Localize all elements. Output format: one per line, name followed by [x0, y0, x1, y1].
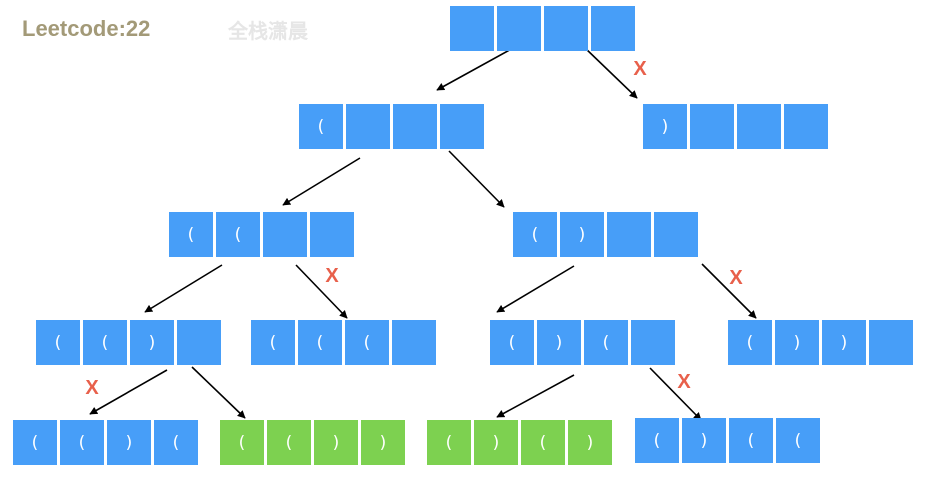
- tree-node-l2b: (): [513, 212, 698, 257]
- paren-cell: [869, 320, 913, 365]
- paren-cell: [393, 104, 437, 149]
- paren-cell: (: [584, 320, 628, 365]
- branch-arrow-root-to-l1a: [436, 46, 516, 91]
- paren-cell: ): [682, 418, 726, 463]
- paren-cell: ): [643, 104, 687, 149]
- paren-cell: [392, 320, 436, 365]
- author-watermark: 全栈潇晨: [228, 19, 308, 43]
- paren-cell: (: [513, 212, 557, 257]
- tree-node-l4d: ()((: [635, 418, 820, 463]
- paren-cell: (: [251, 320, 295, 365]
- tree-node-l4a: (()(: [13, 420, 198, 465]
- paren-cell: ): [560, 212, 604, 257]
- paren-cell: [497, 6, 541, 51]
- paren-cell: (: [267, 420, 311, 465]
- problem-title: Leetcode:22: [22, 16, 151, 41]
- paren-cell: [346, 104, 390, 149]
- branch-arrow-root-to-l1b: [583, 46, 638, 99]
- paren-cell: [450, 6, 494, 51]
- prune-x-mark: X: [633, 58, 647, 80]
- paren-cell: (: [345, 320, 389, 365]
- branch-arrow-l3c-to-l4c: [496, 374, 575, 418]
- paren-cell: [177, 320, 221, 365]
- paren-cell: ): [474, 420, 518, 465]
- paren-cell: (: [427, 420, 471, 465]
- branch-arrow-l2b-to-l3d: [701, 263, 757, 319]
- branch-arrow-l1a-to-l2b: [448, 150, 505, 208]
- paren-cell: (: [83, 320, 127, 365]
- paren-cell: (: [728, 320, 772, 365]
- paren-cell: ): [314, 420, 358, 465]
- paren-cell: (: [776, 418, 820, 463]
- paren-cell: (: [299, 104, 343, 149]
- tree-node-l4c: ()(): [427, 420, 612, 465]
- paren-cell: (: [298, 320, 342, 365]
- paren-cell: [544, 6, 588, 51]
- paren-cell: [737, 104, 781, 149]
- paren-cell: (: [154, 420, 198, 465]
- paren-cell: ): [568, 420, 612, 465]
- branch-arrow-l3a-to-l4b: [191, 366, 246, 419]
- paren-cell: ): [107, 420, 151, 465]
- tree-node-l2a: ((: [169, 212, 354, 257]
- paren-cell: [591, 6, 635, 51]
- paren-cell: [263, 212, 307, 257]
- paren-cell: (: [216, 212, 260, 257]
- paren-cell: (: [60, 420, 104, 465]
- tree-node-l3b: (((: [251, 320, 436, 365]
- tree-node-l4b: (()): [220, 420, 405, 465]
- paren-cell: [784, 104, 828, 149]
- tree-node-root: [450, 6, 635, 51]
- paren-cell: (: [490, 320, 534, 365]
- paren-cell: ): [775, 320, 819, 365]
- paren-cell: ): [537, 320, 581, 365]
- paren-cell: [310, 212, 354, 257]
- branch-arrow-l3c-to-l4d: [649, 367, 702, 421]
- paren-cell: (: [169, 212, 213, 257]
- paren-cell: [631, 320, 675, 365]
- tree-node-l1b: ): [643, 104, 828, 149]
- paren-cell: ): [361, 420, 405, 465]
- branch-arrow-l2b-to-l3c: [496, 265, 575, 313]
- paren-cell: [607, 212, 651, 257]
- paren-cell: (: [13, 420, 57, 465]
- prune-x-mark: X: [729, 267, 743, 289]
- tree-node-l3a: ((): [36, 320, 221, 365]
- paren-cell: (: [36, 320, 80, 365]
- tree-node-l1a: (: [299, 104, 484, 149]
- paren-cell: ): [130, 320, 174, 365]
- branch-arrow-l3a-to-l4a: [89, 369, 168, 415]
- paren-cell: (: [521, 420, 565, 465]
- paren-cell: (: [729, 418, 773, 463]
- paren-cell: (: [635, 418, 679, 463]
- tree-node-l3d: ()): [728, 320, 913, 365]
- branch-arrow-l1a-to-l2a: [282, 157, 361, 206]
- paren-cell: [440, 104, 484, 149]
- branch-arrow-l2a-to-l3b: [295, 264, 348, 319]
- paren-cell: ): [822, 320, 866, 365]
- paren-cell: (: [220, 420, 264, 465]
- tree-node-l3c: ()(: [490, 320, 675, 365]
- branch-arrow-l2a-to-l3a: [144, 264, 223, 313]
- paren-cell: [654, 212, 698, 257]
- paren-cell: [690, 104, 734, 149]
- prune-x-mark: X: [677, 371, 691, 393]
- prune-x-mark: X: [85, 377, 99, 399]
- prune-x-mark: X: [325, 265, 339, 287]
